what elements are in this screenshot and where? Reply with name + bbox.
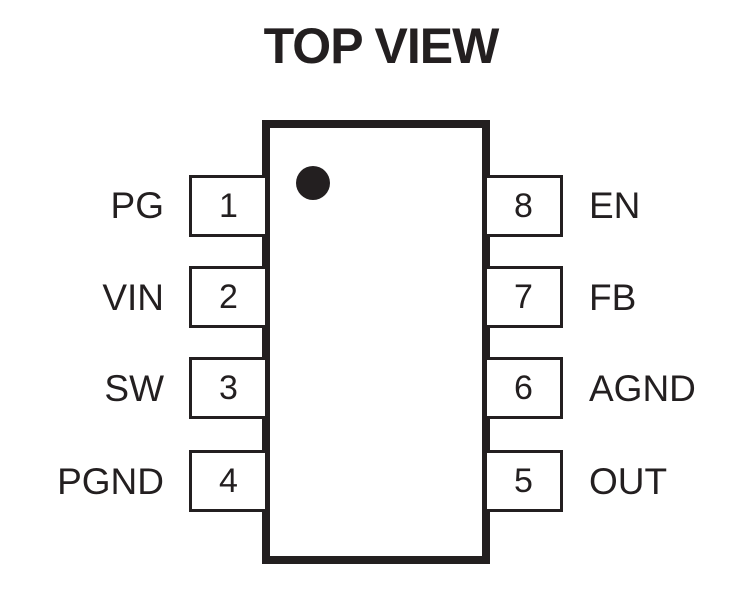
pin-1: 1 bbox=[189, 175, 265, 237]
pin-number: 6 bbox=[514, 369, 533, 407]
pin-label-vin: VIN bbox=[102, 277, 164, 318]
pin-label-agnd: AGND bbox=[589, 368, 696, 409]
pin-label-fb: FB bbox=[589, 277, 637, 318]
pin-6: 6 bbox=[487, 357, 563, 419]
pin-label-pg: PG bbox=[110, 185, 164, 226]
pin-number: 2 bbox=[219, 278, 238, 316]
pin-number: 1 bbox=[219, 187, 238, 225]
pin-label-out: OUT bbox=[589, 461, 668, 502]
pin-label-en: EN bbox=[589, 185, 641, 226]
pin-3: 3 bbox=[189, 357, 265, 419]
pin-2: 2 bbox=[189, 266, 265, 328]
pin-8: 8 bbox=[487, 175, 563, 237]
pin-number: 7 bbox=[514, 278, 533, 316]
pin1-indicator-dot bbox=[296, 166, 330, 200]
pin-number: 5 bbox=[514, 462, 533, 500]
pin-4: 4 bbox=[189, 450, 265, 512]
pin-5: 5 bbox=[487, 450, 563, 512]
pin-number: 3 bbox=[219, 369, 238, 407]
diagram-title: TOP VIEW bbox=[263, 18, 500, 74]
pin-label-sw: SW bbox=[104, 368, 164, 409]
pin-number: 4 bbox=[219, 462, 238, 500]
pin-number: 8 bbox=[514, 187, 533, 225]
pin-label-pgnd: PGND bbox=[57, 461, 164, 502]
pin-7: 7 bbox=[487, 266, 563, 328]
